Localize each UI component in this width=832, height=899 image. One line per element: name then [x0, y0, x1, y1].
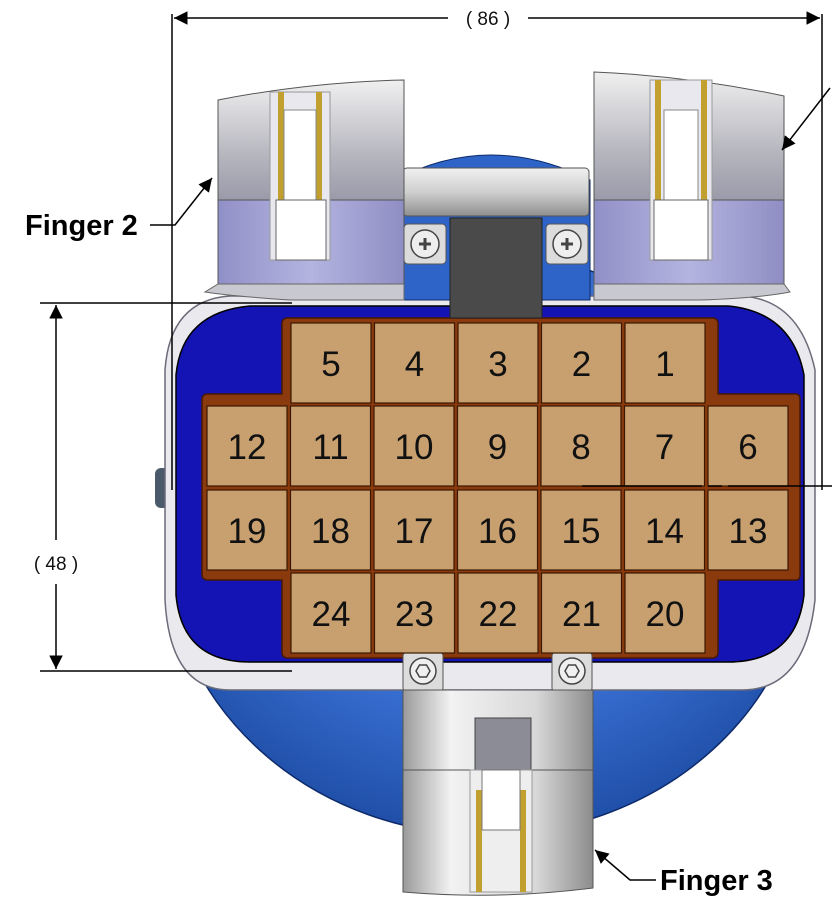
contact-pad-number: 9: [488, 428, 507, 467]
contact-pad: 23: [373, 572, 456, 654]
contact-pad-number: 15: [562, 512, 601, 551]
contact-pad-square: [540, 405, 622, 487]
contact-pad-number: 11: [312, 428, 348, 467]
contact-pad: 8: [540, 405, 622, 487]
contact-pad-number: 18: [311, 512, 350, 551]
finger3-label: Finger 3: [660, 865, 773, 897]
contact-pad-square: [289, 405, 372, 487]
contact-pad: 1: [624, 322, 706, 404]
contact-pad-square: [456, 405, 539, 487]
contact-pad-number: 10: [395, 428, 434, 467]
contact-pad-number: 14: [645, 512, 684, 551]
contact-pad-number: 22: [479, 595, 518, 634]
contact-pad: 17: [373, 489, 455, 571]
contact-pad-number: 4: [405, 345, 424, 384]
contact-pad-number: 23: [395, 595, 434, 634]
contact-pad: 19: [206, 489, 288, 571]
finger3-callout: Finger 3: [594, 849, 773, 897]
contact-pad-number: 24: [312, 595, 351, 634]
contact-pad-square: [707, 405, 789, 487]
contact-pad: 3: [457, 322, 539, 404]
contact-pad: 7: [623, 405, 706, 487]
contact-pad: 16: [456, 489, 539, 571]
contact-pad: 14: [623, 489, 706, 571]
contact-pad-number: 17: [395, 512, 434, 551]
contact-pad-square: [373, 405, 455, 487]
top-crossbar: [402, 167, 590, 217]
contact-pad: 18: [289, 489, 372, 571]
contact-pad-number: 2: [572, 345, 591, 384]
contact-pad: 13: [707, 489, 789, 571]
screw-bottom-left: [402, 651, 444, 693]
contact-pad-number: 21: [562, 595, 601, 634]
contact-pad-number: 8: [571, 428, 590, 467]
contact-pad-square: [624, 572, 706, 654]
finger2-label: Finger 2: [25, 210, 138, 242]
contact-pad-number: 16: [478, 512, 517, 551]
height-dimension: ( 48 ): [34, 302, 292, 672]
contact-pad-square: [623, 489, 706, 571]
contact-pad: 5: [290, 322, 372, 404]
contact-pad-square: [373, 572, 456, 654]
contact-pad-square: [707, 489, 789, 571]
contact-pad: 24: [290, 572, 372, 654]
contact-pad: 20: [624, 572, 706, 654]
screw-top-left: [403, 223, 447, 265]
contact-pad-number: 20: [646, 595, 685, 634]
contact-pad-square: [373, 489, 455, 571]
contact-pad: 2: [540, 322, 623, 404]
finger3-body: [402, 689, 594, 896]
finger1-callout: [781, 87, 831, 151]
contact-pad-number: 7: [655, 428, 674, 467]
center-post: [449, 217, 543, 319]
contact-pad-square: [456, 489, 539, 571]
contact-pad-number: 13: [729, 512, 768, 551]
width-dimension: ( 86 ): [171, 9, 823, 490]
contact-pad-number: 19: [228, 512, 267, 551]
contact-pad: 11: [289, 405, 372, 487]
contact-pad-square: [290, 572, 372, 654]
contact-pad-square: [624, 322, 706, 404]
contact-pad-square: [206, 405, 288, 487]
contact-pad: 12: [206, 405, 288, 487]
contact-pad: 21: [540, 572, 623, 654]
contact-pad: 15: [540, 489, 622, 571]
finger1-body: [593, 71, 791, 301]
finger2-body: [203, 79, 405, 301]
screw-bottom-right: [551, 651, 593, 693]
height-dimension-label: ( 48 ): [34, 554, 78, 575]
contact-pad: 22: [457, 572, 539, 654]
contact-pad-square: [289, 489, 372, 571]
contact-pad-square: [290, 322, 372, 404]
contact-pad-square: [457, 572, 539, 654]
contact-pad: 10: [373, 405, 455, 487]
contact-pad-square: [206, 489, 288, 571]
contact-pad-square: [540, 489, 622, 571]
contact-pad-number: 1: [655, 345, 674, 384]
finger2-callout: Finger 2: [25, 177, 213, 242]
width-dimension-label: ( 86 ): [466, 9, 510, 30]
contact-pad: 9: [456, 405, 539, 487]
contact-pad-square: [457, 322, 539, 404]
contact-pad-square: [373, 322, 456, 404]
contact-pad-number: 3: [488, 345, 507, 384]
contact-pad: 6: [707, 405, 789, 487]
contact-pad-number: 6: [738, 428, 757, 467]
contact-pad-number: 12: [228, 428, 267, 467]
contact-pad-number: 5: [321, 345, 340, 384]
contact-pad-square: [540, 572, 623, 654]
contact-pad-square: [540, 322, 623, 404]
contact-pad: 4: [373, 322, 456, 404]
screw-top-right: [545, 223, 589, 265]
